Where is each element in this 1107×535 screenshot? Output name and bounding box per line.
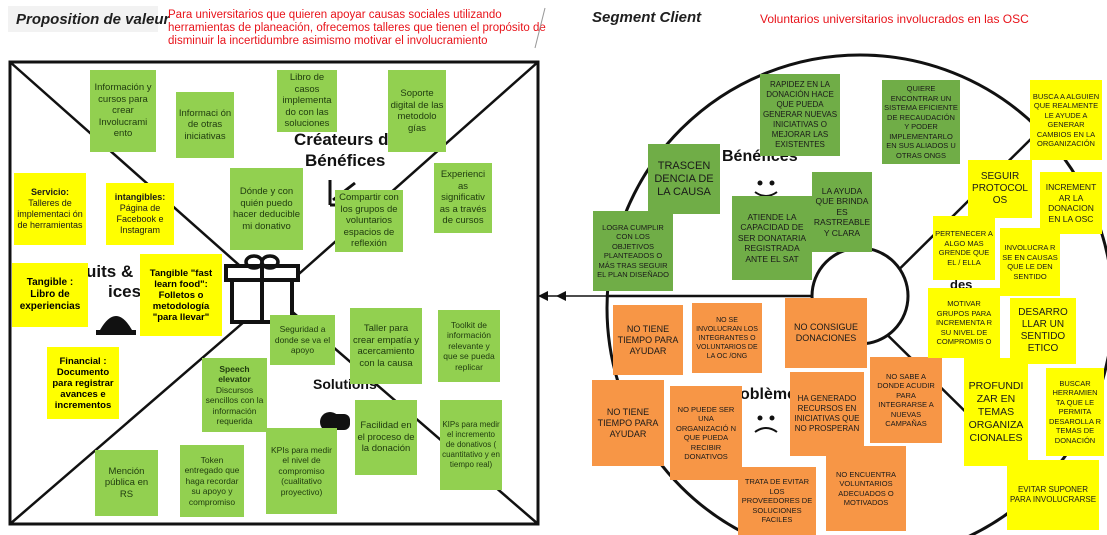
note-no-se-involucran: NO SE INVOLUCRAN LOS INTEGRANTES O VOLUN… bbox=[692, 303, 762, 373]
sad-face-icon bbox=[754, 415, 778, 433]
note-ayuda-rastreable: LA AYUDA QUE BRINDA ES RASTREABLE Y CLAR… bbox=[812, 172, 872, 252]
note-tangible-fast-learn: Tangible "fast learn food": Folletos o m… bbox=[140, 254, 222, 336]
note-pertenecer: PERTENECER A ALGO MAS GRENDE QUE EL / EL… bbox=[933, 216, 995, 280]
diagonal-bottom-left bbox=[9, 295, 275, 525]
note-ha-generado: HA GENERADO RECURSOS EN INICIATIVAS QUE … bbox=[790, 372, 864, 456]
value-proposition-text-1: Para universitarios que quieren apoyar c… bbox=[168, 9, 502, 21]
note-no-tiempo-1: NO TIENE TIEMPO PARA AYUDAR bbox=[613, 305, 683, 375]
note-kpis-incremento: KIPs para medir el incremento de donativ… bbox=[440, 400, 502, 490]
note-desarrollar-sentido: DESARRO LLAR UN SENTIDO ETICO bbox=[1010, 298, 1076, 364]
note-facilidad: Facilidad en el proceso de la donación bbox=[355, 400, 417, 475]
note-kpis-compromiso: KPIs para medir el nivel de compromiso (… bbox=[266, 428, 337, 514]
note-soporte-digital: Soporte digital de las metodolo gías bbox=[388, 70, 446, 152]
note-info-iniciativas: Informaci ón de otras iniciativas bbox=[176, 92, 234, 158]
note-speech-title: Speech elevator bbox=[218, 363, 251, 385]
note-buscar-herramienta: BUSCAR HERRAMIEN TA QUE LE PERMITA DESAR… bbox=[1046, 368, 1104, 456]
note-taller: Taller para crear empatía y acercamiento… bbox=[350, 308, 422, 384]
pill-icon bbox=[320, 412, 350, 432]
note-trascendencia: TRASCEN DENCIA DE LA CAUSA bbox=[648, 144, 720, 214]
header-separator bbox=[534, 7, 546, 49]
note-no-encuentra: NO ENCUENTRA VOLUNTARIOS ADECUADOS O MOT… bbox=[826, 446, 906, 531]
note-sistema-eficiente: QUIERE ENCONTRAR UN SISTEMA EFICIENTE DE… bbox=[882, 80, 960, 164]
diagonal-top-left bbox=[9, 61, 275, 297]
value-proposition-text-2: herramientas de planeación, ofrecemos ta… bbox=[168, 22, 546, 34]
note-incrementar-donacion: INCREMENT AR LA DONACION EN LA OSC bbox=[1040, 172, 1102, 234]
smile-face-icon bbox=[754, 180, 778, 197]
note-intangibles-body: Página de Facebook e Instagram bbox=[116, 203, 164, 235]
note-speech-elevator: Speech elevator Discursos sencillos con … bbox=[202, 358, 267, 432]
note-lograr-objetivos: LOGRA CUMPLIR CON LOS OBJETIVOS PLANTEAD… bbox=[593, 211, 673, 291]
note-atiende-capacidad: ATIENDE LA CAPACIDAD DE SER DONATARIA RE… bbox=[732, 196, 812, 280]
note-compartir: Compartir con los grupos de voluntarios … bbox=[335, 190, 403, 252]
note-speech-body: Discursos sencillos con la información r… bbox=[205, 384, 264, 427]
label-probleme: oblème bbox=[740, 386, 797, 403]
arrow-head-inner bbox=[556, 291, 566, 301]
note-motivar-grupos: MOTIVAR GRUPOS PARA INCREMENTA R SU NIVE… bbox=[928, 288, 1000, 358]
note-libro-casos: Libro de casos implementa do con las sol… bbox=[277, 70, 337, 132]
note-no-sabe: NO SABE A DONDE ACUDIR PARA INTEGRARSE A… bbox=[870, 357, 942, 443]
note-seguridad: Seguridad a donde se va el apoyo bbox=[270, 315, 335, 365]
diagonal-top-right bbox=[273, 61, 539, 297]
note-donde-con-quien: Dónde y con quién puedo hacer deducible … bbox=[230, 168, 303, 250]
note-token: Token entregado que haga recordar su apo… bbox=[180, 445, 244, 517]
value-proposition-title: Proposition de valeur bbox=[16, 11, 170, 28]
note-toolkit: Toolkit de información relevante y que s… bbox=[438, 310, 500, 382]
note-no-puede: NO PUEDE SER UNA ORGANIZACIÓ N QUE PUEDA… bbox=[670, 386, 742, 480]
note-intangibles-title: intangibles: bbox=[114, 192, 166, 202]
note-involucrarse: INVOLUCRA R SE EN CAUSAS QUE LE DEN SENT… bbox=[1000, 228, 1060, 296]
note-servicio: Servicio: Talleres de implementaci ón de… bbox=[14, 173, 86, 245]
service-bell-icon bbox=[96, 316, 136, 335]
note-busca-alguien: BUSCA A ALGUIEN QUE REALMENTE LE AYUDE A… bbox=[1030, 80, 1102, 160]
note-financial: Financial : Documento para registrar ava… bbox=[47, 347, 119, 419]
note-experiencias: Experienci as significativ as a través d… bbox=[434, 163, 492, 233]
value-map-frame bbox=[8, 60, 540, 526]
note-mencion: Mención pública en RS bbox=[95, 450, 158, 516]
arrow-head-left bbox=[538, 291, 548, 301]
note-intangibles: intangibles: Página de Facebook e Instag… bbox=[106, 183, 174, 245]
note-no-consigue: NO CONSIGUE DONACIONES bbox=[785, 298, 867, 368]
label-createurs: Créateurs de bbox=[294, 130, 398, 149]
note-info-cursos: Información y cursos para crear Involucr… bbox=[90, 70, 156, 152]
note-evitar-suponer: EVITAR SUPONER PARA INVOLUCRARSE bbox=[1007, 460, 1099, 530]
gift-icon bbox=[224, 254, 300, 324]
note-tangible-libro: Tangible : Libro de experiencias bbox=[12, 263, 88, 327]
segment-client-text: Voluntarios universitarios involucrados … bbox=[760, 12, 1029, 26]
label-produits-1: uits & bbox=[86, 262, 134, 281]
note-rapidez: RAPIDEZ EN LA DONACIÓN HACE QUE PUEDA GE… bbox=[760, 74, 840, 156]
header-bar bbox=[0, 0, 1107, 50]
label-benefices-left: Bénéfices bbox=[305, 151, 386, 170]
note-servicio-body: Talleres de implementaci ón de herramien… bbox=[17, 198, 83, 230]
value-proposition-text-3: disminuir la incertidumbre asimismo moti… bbox=[168, 35, 488, 47]
note-profundizar: PROFUNDI ZAR EN TEMAS ORGANIZA CIONALES bbox=[964, 358, 1028, 466]
note-trata-evitar: TRATA DE EVITAR LOS PROVEEDORES DE SOLUC… bbox=[738, 467, 816, 535]
note-servicio-title: Servicio: bbox=[30, 187, 70, 197]
header-left-title-bg bbox=[8, 6, 158, 32]
note-no-tiempo-2: NO TIENE TIEMPO PARA AYUDAR bbox=[592, 380, 664, 466]
customer-profile-circle bbox=[605, 53, 1107, 535]
note-seguir-protocolos: SEGUIR PROTOCOL OS bbox=[968, 160, 1032, 218]
label-produits-2: ices bbox=[108, 282, 142, 301]
segment-client-title: Segment Client bbox=[592, 9, 702, 26]
